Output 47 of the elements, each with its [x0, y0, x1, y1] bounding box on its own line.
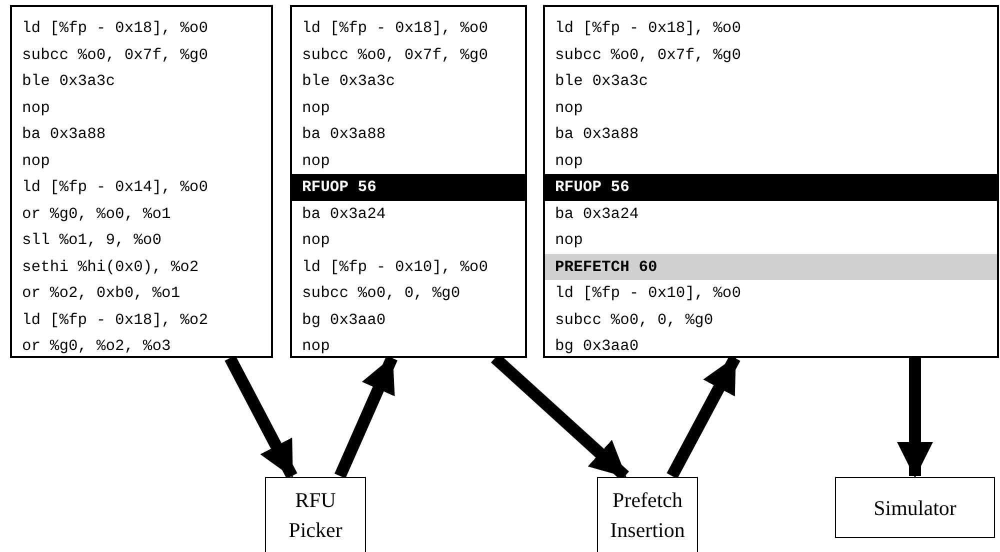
code-line: ble 0x3a3c — [21, 71, 116, 92]
code-line: ld [%fp - 0x18], %o0 — [554, 18, 742, 39]
code-line: subcc %o0, 0x7f, %g0 — [301, 44, 490, 66]
code-line: ld [%fp - 0x18], %o0 — [21, 18, 210, 39]
code-line: ba 0x3a24 — [301, 204, 387, 224]
tool-label: Simulator — [874, 494, 956, 522]
tool-box — [835, 477, 995, 538]
code-line: nop — [554, 150, 584, 172]
code-line: nop — [301, 150, 331, 172]
code-line: or %o2, 0xb0, %o1 — [21, 283, 182, 304]
code-line: nop — [301, 98, 331, 118]
code-line: subcc %o0, 0, %g0 — [301, 283, 462, 304]
code-line: nop — [21, 150, 51, 172]
tool-label: Prefetch Insertion — [609, 487, 686, 544]
tool-box — [265, 477, 366, 552]
code-line: sll %o1, 9, %o0 — [21, 230, 163, 251]
code-line: ba 0x3a88 — [301, 124, 387, 145]
code-line: ld [%fp - 0x18], %o0 — [301, 18, 490, 39]
code-listing-box — [290, 5, 527, 358]
code-line: nop — [301, 230, 331, 251]
code-line: ble 0x3a3c — [301, 71, 396, 92]
code-line: ba 0x3a24 — [554, 204, 640, 224]
code-line: sethi %hi(0x0), %o2 — [21, 256, 200, 278]
code-line: subcc %o0, 0x7f, %g0 — [554, 44, 742, 66]
code-line: or %g0, %o0, %o1 — [21, 204, 172, 224]
code-line: ld [%fp - 0x10], %o0 — [301, 256, 490, 278]
tool-box — [597, 477, 698, 552]
tool-label: RFU Picker — [288, 487, 344, 544]
code-line: nop — [554, 98, 584, 118]
code-line: ld [%fp - 0x18], %o2 — [21, 310, 210, 330]
code-listing-box — [543, 5, 999, 358]
code-line: nop — [301, 336, 331, 357]
code-line: ld [%fp - 0x14], %o0 — [21, 177, 210, 198]
code-listing-box — [10, 5, 273, 358]
code-line: bg 0x3aa0 — [554, 336, 640, 357]
code-line: subcc %o0, 0x7f, %g0 — [21, 44, 210, 66]
code-line: ba 0x3a88 — [21, 124, 107, 145]
code-line: ba 0x3a88 — [554, 124, 640, 145]
code-line: nop — [21, 98, 51, 118]
code-line: or %g0, %o2, %o3 — [21, 336, 172, 357]
code-line: subcc %o0, 0, %g0 — [554, 310, 714, 330]
code-line: ld [%fp - 0x10], %o0 — [554, 283, 742, 304]
code-line: bg 0x3aa0 — [301, 310, 387, 330]
code-line: ble 0x3a3c — [554, 71, 650, 92]
block-arrow — [334, 356, 398, 478]
block-arrow — [897, 358, 933, 478]
code-line: nop — [554, 230, 584, 251]
